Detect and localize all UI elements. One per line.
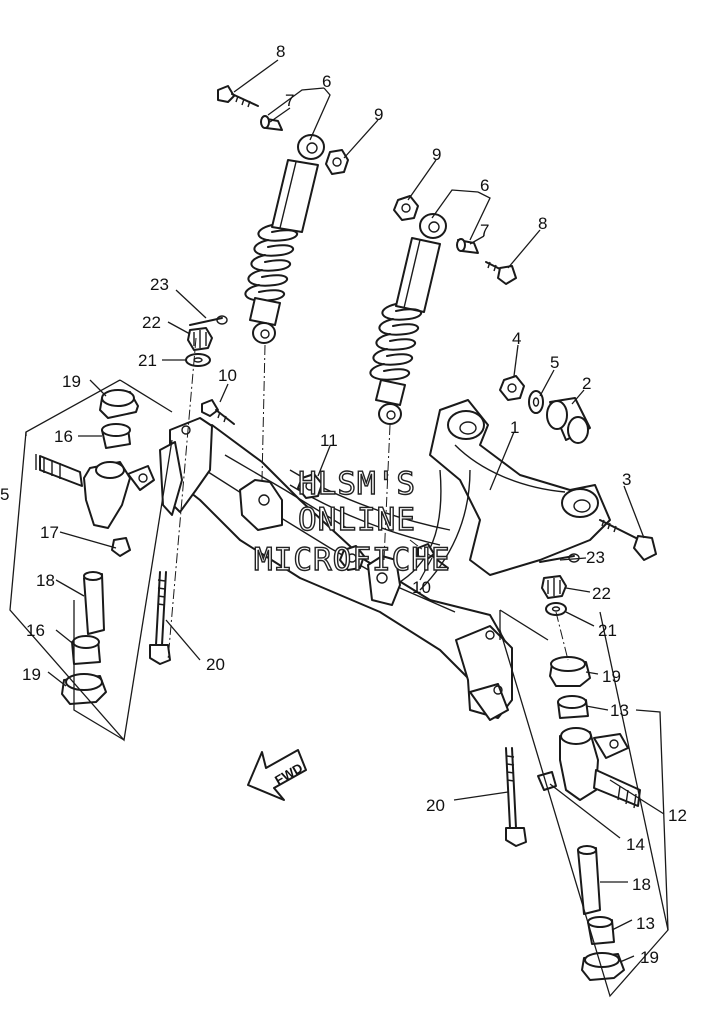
callout-6-left: 6 [322,72,331,91]
callout-5-right: 5 [550,353,559,372]
right-shock-spring [369,303,423,381]
callout-3: 3 [622,470,631,489]
hardware-left-shock-top [217,85,349,175]
callout-21-right: 21 [598,621,617,640]
callout-12: 12 [668,806,687,825]
callout-14: 14 [626,835,645,854]
callout-7-right: 7 [480,221,489,240]
callout-13-right-top: 13 [610,701,629,720]
left-shock-absorber [244,134,325,344]
callout-16-left-bottom: 16 [26,621,45,640]
callout-11: 11 [320,431,338,450]
callout-20-left: 20 [206,655,225,674]
right-shock-absorber [369,213,447,425]
callout-23-left: 23 [150,275,169,294]
callout-4: 4 [512,329,521,348]
callout-19-right-bottom: 19 [640,948,659,967]
callout-1: 1 [510,418,519,437]
callout-9-right: 9 [432,145,441,164]
kingpin-bolt-left [149,571,171,665]
callout-6-right: 6 [480,176,489,195]
kingpin-bolt-right [505,747,527,847]
forward-direction-arrow: FWD [247,749,307,801]
group-brackets [9,379,669,998]
right-knuckle-group [537,656,641,981]
left-shock-spring [244,224,299,302]
watermark-line-3: MICROFICHE [254,542,451,578]
callout-22-left: 22 [142,313,161,332]
front-arm-frame [159,399,611,721]
hardware-right-shock-top [393,195,517,285]
leader-lines [47,59,669,963]
callout-23-right: 23 [586,548,605,567]
callout-10-right: 10 [412,578,431,597]
callout-19-right-top: 19 [602,667,621,686]
callout-21-left: 21 [138,351,157,370]
callout-20-right: 20 [426,796,445,815]
watermark-line-2: ONLINE [298,502,416,538]
callout-9-left: 9 [374,105,383,124]
hardware-right-pin [539,553,580,616]
callout-22-right: 22 [592,584,611,603]
left-knuckle-group [35,389,155,705]
callout-10-left: 10 [218,366,237,385]
callout-18-left: 18 [36,571,55,590]
callout-18-right: 18 [632,875,651,894]
callout-2: 2 [582,374,591,393]
hardware-right-bushing [499,375,657,561]
callout-8-left: 8 [276,42,285,61]
alignment-lines [167,337,569,661]
callout-labels: 8 6 7 9 9 6 7 8 23 22 21 10 4 5 2 19 16 … [0,42,687,967]
watermark-line-1: HLSM'S [298,466,416,502]
callout-19-left-bottom: 19 [22,665,41,684]
callout-17: 17 [40,523,59,542]
callout-8-right: 8 [538,214,547,233]
callout-7-left: 7 [285,91,294,110]
watermark: HLSM'S ONLINE MICROFICHE [253,465,451,578]
hardware-center [297,473,449,571]
callout-13-right-bottom: 13 [636,914,655,933]
callout-19-left-top: 19 [62,372,81,391]
callout-5-left: 5 [0,485,9,504]
callout-16-left-top: 16 [54,427,73,446]
